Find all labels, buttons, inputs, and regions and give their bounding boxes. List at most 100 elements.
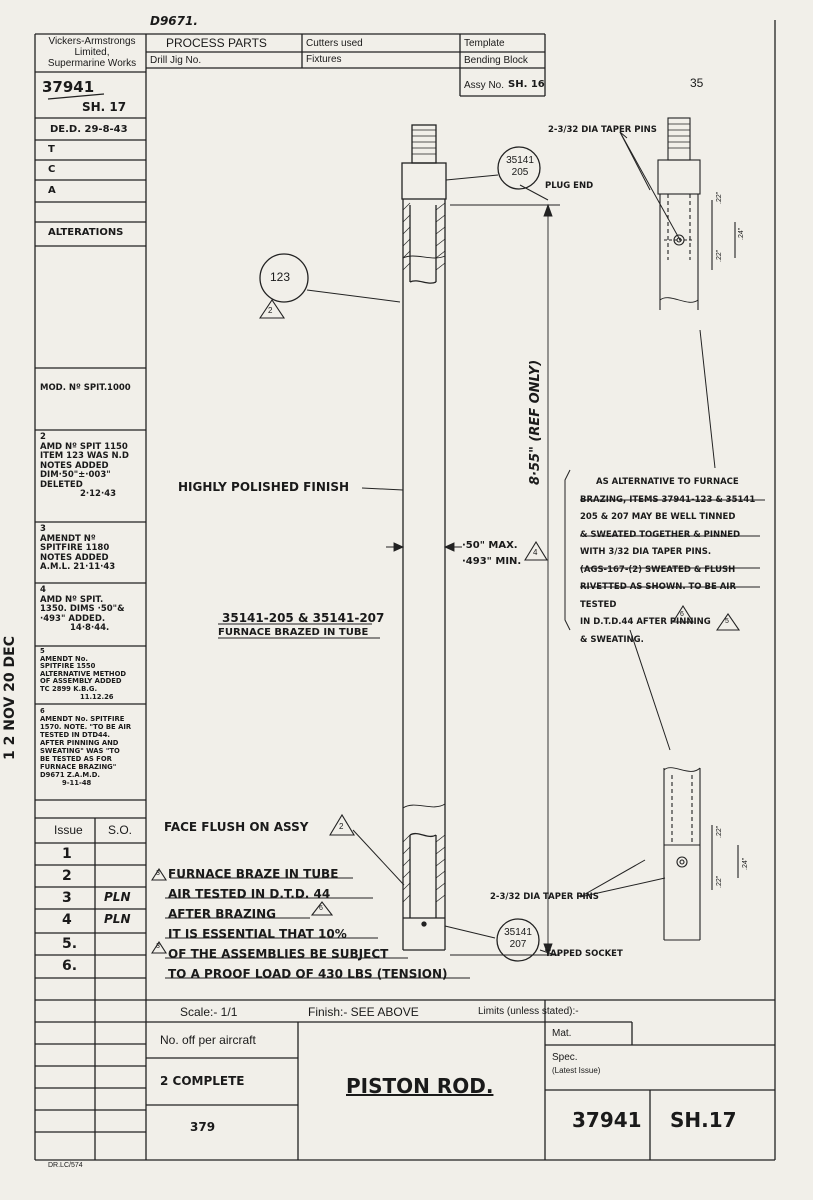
- alternative-method-note: AS ALTERNATIVE TO FURNACE BRAZING, ITEMS…: [580, 474, 770, 649]
- note-line: IT IS ESSENTIAL THAT 10%: [168, 927, 347, 941]
- so-initials-3: PLN: [104, 890, 131, 904]
- balloon-123: [259, 253, 309, 303]
- finish-label: Finish:- SEE ABOVE: [308, 1005, 419, 1019]
- amend5-line: OF ASSEMBLY ADDED: [40, 677, 122, 686]
- alt-line: RIVETTED AS SHOWN. TO BE AIR TESTED: [580, 582, 737, 610]
- balloon-207-item: 207: [509, 939, 527, 950]
- process-label: PROCESS PARTS: [166, 36, 267, 50]
- balloon-label-205: 35141 205: [506, 155, 534, 179]
- detail-dim-bottom-2: .24": [742, 857, 749, 870]
- amend6-line: AMENDT No. SPITFIRE: [40, 715, 125, 723]
- amend4-line: 1350. DIMS ·50"&: [40, 604, 125, 614]
- taper-pins-bottom-label: 2-3/32 DIA TAPER PINS: [490, 892, 599, 902]
- alt-line: (AGS-167-(2) SWEATED & FLUSH: [580, 564, 736, 575]
- amend4-line: AMD Nº SPIT.: [40, 594, 104, 605]
- latest-issue-label: (Latest Issue): [552, 1066, 601, 1075]
- issue-1: 1: [62, 846, 72, 862]
- check-t: T: [48, 144, 55, 155]
- furnace-brazed-note: FURNACE BRAZED IN TUBE: [218, 627, 369, 638]
- amend6-line: AFTER PINNING AND: [40, 739, 119, 747]
- company-block: Vickers-Armstrongs Limited, Supermarine …: [38, 36, 146, 69]
- amend2-no: 2: [40, 432, 46, 442]
- issue-2: 2: [62, 868, 72, 884]
- detail-dim-bottom-3: .22": [716, 875, 723, 888]
- manufacturing-notes: FURNACE BRAZE IN TUBE AIR TESTED IN D.T.…: [168, 864, 448, 984]
- assy-no-label: Assy No.: [464, 80, 505, 91]
- template-label: Template: [464, 38, 505, 49]
- company-works: Supermarine Works: [47, 58, 137, 69]
- furnace-parts: 35141-205 & 35141-207: [222, 611, 385, 625]
- amend6-line: 1570. NOTE. "TO BE AIR: [40, 723, 132, 731]
- taper-pins-top-label: 2-3/32 DIA TAPER PINS: [548, 125, 657, 135]
- amend5-line: AMENDT No.: [40, 654, 88, 663]
- triangle-label-3b: 3: [156, 943, 160, 950]
- amend5-line: ALTERNATIVE METHOD: [40, 669, 126, 678]
- amend2-line: DIM·50"±·003": [40, 470, 111, 480]
- amendment-6: 6 AMENDT No. SPITFIRE 1570. NOTE. "TO BE…: [40, 707, 144, 787]
- amend4-date: 14·8·44.: [70, 623, 110, 633]
- drawing-title: PISTON ROD.: [346, 1074, 494, 1098]
- amend3-date: A.M.L. 21·11·43: [40, 562, 116, 572]
- amend3-line: NOTES ADDED: [40, 552, 109, 563]
- amend6-line: FURNACE BRAZING": [40, 763, 117, 771]
- detail-dim-top-1: .22": [716, 191, 723, 204]
- amend6-line: D9671 Z.A.M.D.: [40, 771, 100, 779]
- balloon-label-207: 35141 207: [504, 927, 532, 951]
- face-flush-note: FACE FLUSH ON ASSY: [164, 820, 309, 834]
- issue-5: 5.: [62, 936, 78, 952]
- amendment-4: 4 AMD Nº SPIT. 1350. DIMS ·50"& ·493" AD…: [40, 585, 144, 634]
- aircraft-number: 379: [190, 1120, 216, 1134]
- detail-dim-top-2: .24": [738, 227, 745, 240]
- issue-3: 3: [62, 890, 72, 906]
- balloon-207-part: 35141: [504, 927, 532, 938]
- amend4-line: ·493" ADDED.: [40, 613, 106, 624]
- balloon-205-part: 35141: [506, 155, 534, 166]
- note-line: FURNACE BRAZE IN TUBE: [168, 867, 339, 881]
- triangle-label-5: 5: [725, 618, 729, 625]
- note-line: TO A PROOF LOAD OF 430 LBS (TENSION): [168, 967, 448, 981]
- title-sheet-number: SH.17: [670, 1108, 737, 1132]
- triangle-label-6: 6: [319, 905, 323, 912]
- alterations-title: ALTERATIONS: [48, 227, 124, 238]
- alt-line: IN D.T.D.44 AFTER PINNING: [580, 617, 711, 627]
- issue-4: 4: [62, 912, 72, 928]
- alt-line: 205 & 207 MAY BE WELL TINNED: [580, 512, 736, 522]
- company-limited: Limited,: [74, 47, 110, 58]
- limits-label: Limits (unless stated):-: [478, 1006, 579, 1017]
- issue-6: 6.: [62, 958, 78, 974]
- amend4-no: 4: [40, 585, 46, 595]
- tapped-socket-label: TAPPED SOCKET: [545, 949, 623, 959]
- alt-line: WITH 3/32 DIA TAPER PINS.: [580, 547, 712, 557]
- footer-code: DR.LC/574: [48, 1162, 83, 1169]
- amend2-line: AMD Nº SPIT 1150: [40, 441, 128, 452]
- so-header: S.O.: [108, 823, 133, 837]
- scale-label: Scale:- 1/1: [180, 1005, 238, 1019]
- note-line: AIR TESTED IN D.T.D. 44: [168, 887, 331, 901]
- detail-dim-bottom-1: .22": [716, 825, 723, 838]
- de-date: DE.D. 29-8-43: [50, 124, 128, 135]
- amend3-no: 3: [40, 524, 46, 534]
- amend3-line: AMENDT Nº: [40, 533, 96, 544]
- balloon-205: [497, 146, 541, 190]
- amend5-date: 11.12.26: [80, 692, 114, 701]
- assy-no-value: SH. 16: [508, 79, 545, 90]
- amend2-line: ITEM 123 WAS N.D: [40, 451, 129, 461]
- fixtures-label: Fixtures: [306, 54, 342, 65]
- check-a: A: [48, 185, 56, 196]
- cutters-label: Cutters used: [306, 38, 363, 49]
- alt-line: & SWEATING.: [580, 634, 644, 645]
- mod-number: MOD. Nº SPIT.1000: [40, 383, 131, 393]
- page-number: 35: [690, 76, 704, 90]
- polished-finish-note: HIGHLY POLISHED FINISH: [178, 480, 350, 494]
- amendment-5: 5 AMENDT No. SPITFIRE 1550 ALTERNATIVE M…: [40, 647, 144, 701]
- received-stamp: 1 2 NOV 20 DEC: [2, 636, 18, 760]
- amend5-no: 5: [40, 647, 45, 655]
- so-initials-4: PLN: [104, 912, 131, 926]
- balloon-205-item: 205: [511, 167, 529, 178]
- issue-header: Issue: [54, 823, 83, 837]
- no-off-label: No. off per aircraft: [160, 1033, 256, 1047]
- material-label: Mat.: [552, 1028, 572, 1039]
- drill-jig-label: Drill Jig No.: [150, 55, 202, 66]
- triangle-label-2b: 2: [339, 822, 344, 831]
